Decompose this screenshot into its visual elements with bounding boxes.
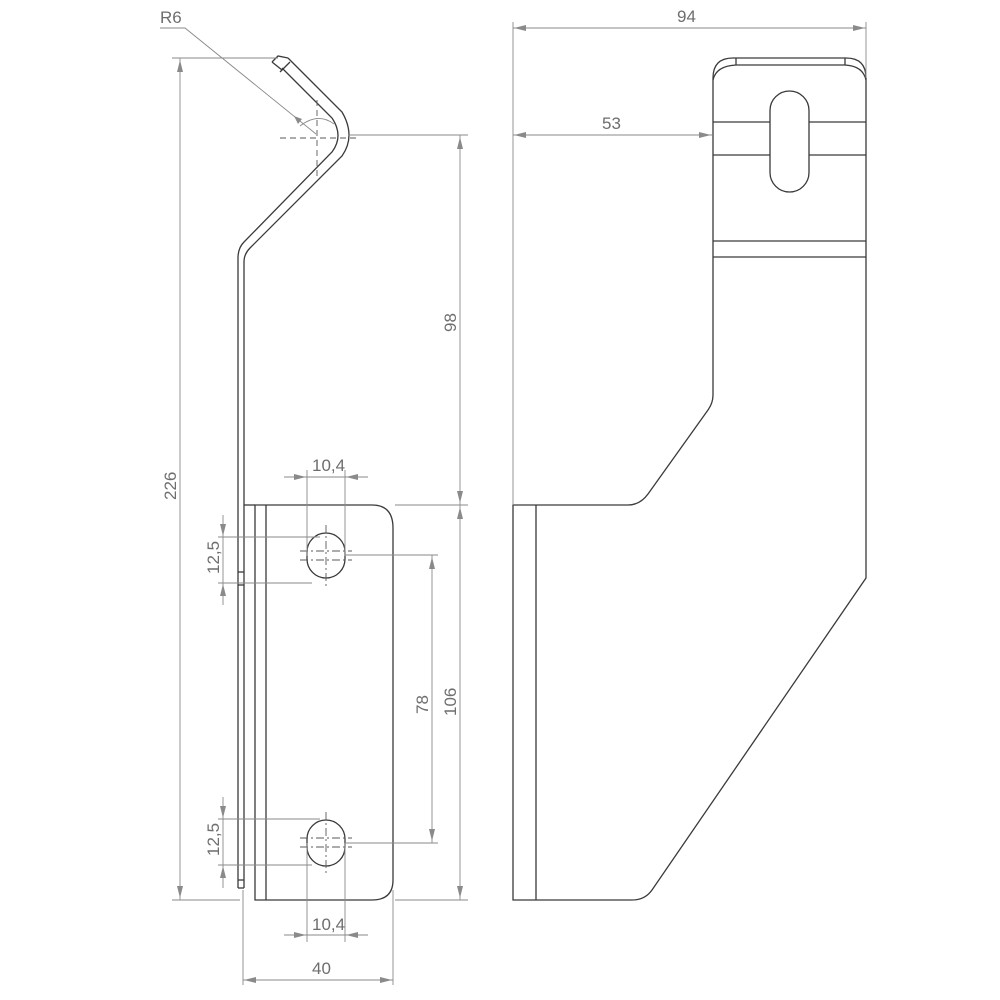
label-226: 226 <box>161 472 180 500</box>
label-94: 94 <box>677 7 696 26</box>
arrowhead <box>457 886 463 898</box>
arrowhead <box>457 491 463 503</box>
top-lip-corner-left <box>712 64 737 81</box>
right-view-outline <box>512 57 867 901</box>
arrowhead <box>514 132 526 138</box>
top-mounting-hole <box>306 532 346 579</box>
dimension-bottom-hole-width: 10,4 <box>284 843 368 942</box>
arrowhead <box>346 474 358 480</box>
arrowhead <box>346 932 358 938</box>
arrowhead <box>457 507 463 519</box>
profile-inner-edge <box>243 57 350 888</box>
front-plate-view <box>244 504 394 901</box>
r6-arrowhead <box>294 116 302 124</box>
dimension-top-hole-height: 12,5 <box>204 515 320 605</box>
side-profile-view: R6 <box>160 8 360 889</box>
arrowhead <box>457 137 463 149</box>
arrowhead <box>220 584 226 596</box>
dimension-78: 78 <box>345 554 438 844</box>
dimension-53: 53 <box>513 114 712 138</box>
label-bottom-10-4: 10,4 <box>312 915 345 934</box>
arrowhead <box>380 977 392 983</box>
dimension-106: 106 <box>395 505 468 901</box>
dimension-94: 94 <box>512 7 867 505</box>
arrowhead <box>220 806 226 818</box>
arrowhead <box>699 132 711 138</box>
dimension-40: 40 <box>242 890 394 985</box>
arrowhead <box>429 829 435 841</box>
profile-top-cap <box>271 55 291 73</box>
label-106: 106 <box>441 688 460 716</box>
top-lip-corner-right <box>844 64 867 81</box>
arrowhead <box>514 25 526 31</box>
arrowhead <box>429 557 435 569</box>
dimension-226: 226 <box>161 57 278 901</box>
label-98: 98 <box>441 313 460 332</box>
arrow-down <box>177 886 183 898</box>
r6-leader-line <box>160 27 317 135</box>
label-40: 40 <box>312 959 331 978</box>
arrowhead <box>294 932 306 938</box>
label-top-10-4: 10,4 <box>312 456 345 475</box>
arrow-up <box>177 60 183 72</box>
r6-label: R6 <box>160 8 182 27</box>
label-bottom-12-5: 12,5 <box>204 823 223 856</box>
arrowhead <box>244 977 256 983</box>
dimension-98: 98 <box>348 134 468 506</box>
arrowhead <box>220 524 226 536</box>
profile-outer-edge <box>237 67 339 888</box>
label-78: 78 <box>413 695 432 714</box>
bottom-mounting-hole <box>306 819 346 867</box>
dimension-top-hole-width: 10,4 <box>284 456 368 556</box>
plate-outline <box>254 504 394 901</box>
right-elevation-view <box>512 57 867 901</box>
arrowhead <box>294 474 306 480</box>
top-slot <box>769 90 810 193</box>
label-top-12-5: 12,5 <box>204 541 223 574</box>
arrowhead <box>220 866 226 878</box>
dimension-bottom-hole-height: 12,5 <box>204 797 320 888</box>
arrowhead <box>853 25 865 31</box>
label-53: 53 <box>602 114 621 133</box>
